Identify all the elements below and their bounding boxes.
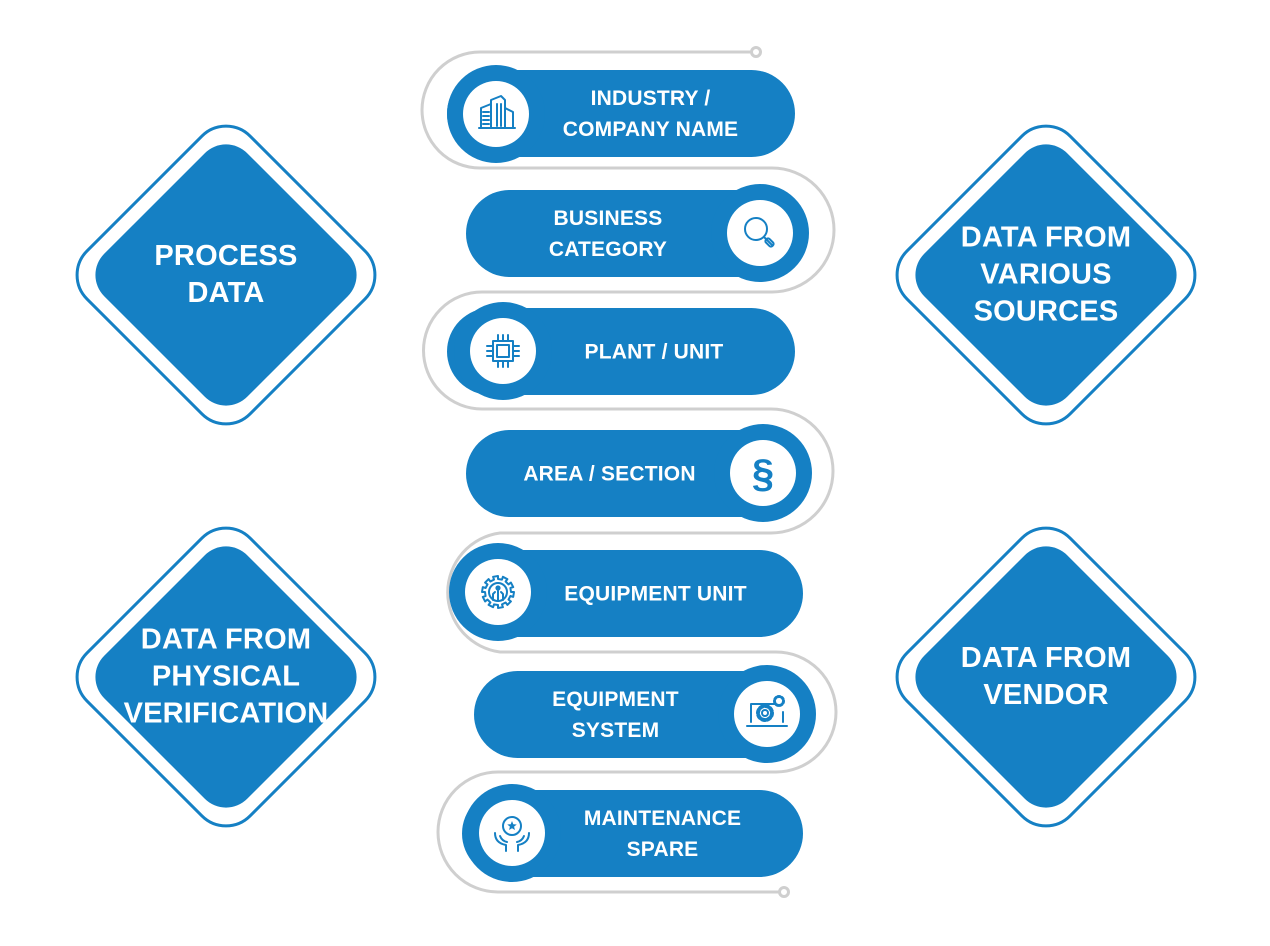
diamond-fill <box>915 546 1177 808</box>
step-pill-5 <box>449 543 803 641</box>
step-label-line: SPARE <box>626 837 699 861</box>
diamond-data-from-vendor <box>895 526 1197 828</box>
step-label: MAINTENANCE SPARE <box>584 803 741 865</box>
diamond-label: PROCESS DATA <box>106 238 346 312</box>
step-pill-6 <box>474 665 816 763</box>
diamond-label-line: VARIOUS <box>980 258 1112 291</box>
step-pill-2 <box>466 184 809 282</box>
step-label: BUSINESS CATEGORY <box>549 203 667 265</box>
gear-circuit-icon <box>481 575 515 609</box>
step-label: INDUSTRY / COMPANY NAME <box>563 83 738 145</box>
connector-start-dot <box>750 46 762 58</box>
building-icon <box>478 95 516 129</box>
diamond-label-line: DATA FROM <box>960 221 1132 254</box>
step-label-line: EQUIPMENT <box>552 687 679 711</box>
diamond-label: DATA FROM VARIOUS SOURCES <box>926 220 1166 331</box>
diamond-label: DATA FROM PHYSICAL VERIFICATION <box>106 622 346 733</box>
icon-badge <box>727 200 793 266</box>
step-label: EQUIPMENT UNIT <box>564 578 746 609</box>
step-pill-3 <box>447 302 795 400</box>
section-sign-icon: § <box>752 452 774 496</box>
step-label-line: MAINTENANCE <box>583 806 742 830</box>
step-pill-4: § <box>466 424 812 522</box>
diamond-label-line: VERIFICATION <box>123 697 329 730</box>
connector-end-dot <box>778 886 790 898</box>
connector-path <box>420 50 838 894</box>
step-label: AREA / SECTION <box>523 458 695 489</box>
diamond-label-line: DATA FROM <box>140 623 312 656</box>
diamond-label-line: SOURCES <box>973 295 1119 328</box>
step-label-line: INDUSTRY / <box>590 86 711 110</box>
hands-star-icon <box>494 816 530 852</box>
diamond-label-line: VENDOR <box>983 679 1109 711</box>
diamond-label: DATA FROM VENDOR <box>926 640 1166 714</box>
step-label: EQUIPMENT SYSTEM <box>552 684 679 746</box>
diamond-label-line: DATA <box>187 277 265 309</box>
step-label-line: EQUIPMENT UNIT <box>564 582 747 605</box>
step-label-line: BUSINESS <box>553 206 663 230</box>
step-label-line: PLANT / UNIT <box>584 340 724 363</box>
step-pill-1 <box>447 65 795 163</box>
step-label-line: SYSTEM <box>571 718 660 742</box>
chip-icon <box>486 334 520 368</box>
diamond-label-line: PROCESS <box>154 240 298 272</box>
step-label: PLANT / UNIT <box>585 336 724 367</box>
step-label-line: CATEGORY <box>548 237 668 261</box>
diamond-fill <box>915 144 1177 406</box>
diamond-data-from-various-sources <box>895 124 1197 426</box>
icon-badge <box>479 800 545 866</box>
icon-badge <box>730 440 796 506</box>
step-label-line: COMPANY NAME <box>562 117 739 141</box>
diamond-data-from-physical-verification <box>75 526 377 828</box>
laptop-gears-icon <box>746 695 788 727</box>
diamond-label-line: DATA FROM <box>960 642 1132 674</box>
diamond-process-data <box>75 124 377 426</box>
step-label-line: AREA / SECTION <box>523 462 696 485</box>
magnifier-icon <box>744 217 775 248</box>
diamond-fill <box>95 144 357 406</box>
diamond-fill <box>95 546 357 808</box>
svg-text:§: § <box>752 452 774 496</box>
icon-badge <box>470 318 536 384</box>
diamond-label-line: PHYSICAL <box>151 660 301 693</box>
step-pill-7 <box>462 784 803 882</box>
